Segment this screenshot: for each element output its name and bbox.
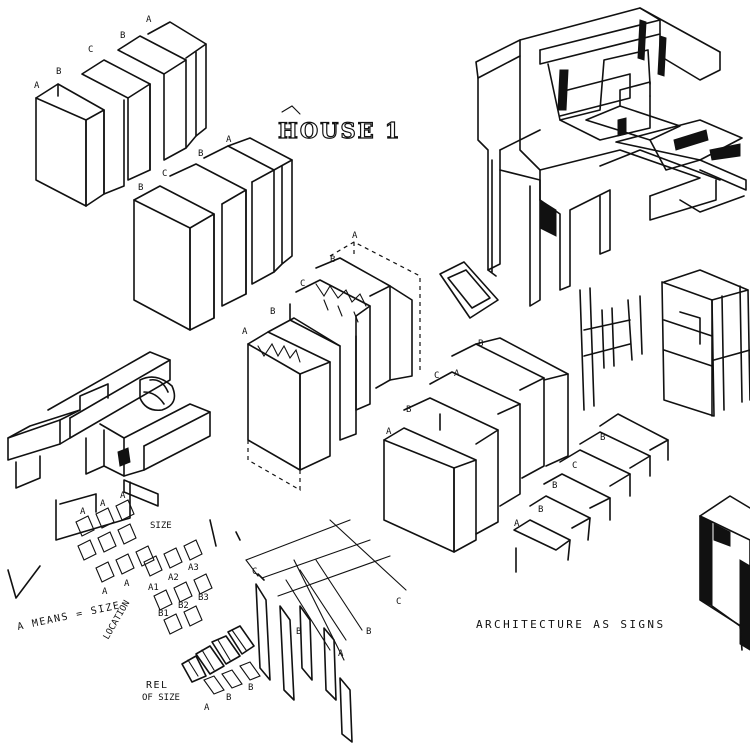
panel-label-c: C bbox=[396, 597, 401, 607]
panel-label-b: B bbox=[296, 627, 301, 637]
sub-label-b3: B3 bbox=[198, 593, 209, 603]
grid-label-a-3: A bbox=[120, 491, 126, 501]
label-a-6: A bbox=[386, 427, 392, 437]
of-size-label: OF SIZE bbox=[142, 693, 180, 703]
stair-label-b: B bbox=[538, 505, 543, 515]
label-b-4: B bbox=[198, 149, 203, 159]
sub-label-a2: A2 bbox=[168, 573, 179, 583]
dark-frame-bottom-right bbox=[699, 495, 750, 651]
stair-label-b-2: B bbox=[552, 481, 557, 491]
label-b-7: B bbox=[406, 405, 411, 415]
stair-label-c: C bbox=[572, 461, 577, 471]
grid-label-a-2: A bbox=[100, 499, 106, 509]
label-a-7: A bbox=[454, 369, 460, 379]
stepped-planes-right: A B B C B bbox=[513, 413, 669, 573]
row-label-a: A bbox=[204, 703, 210, 713]
tilted-panels-center: B A B C C bbox=[245, 519, 407, 743]
row-label-b: B bbox=[226, 693, 231, 703]
grid-label-a: A bbox=[80, 507, 86, 517]
label-b-3: B bbox=[138, 183, 143, 193]
panel-label-b-2: B bbox=[366, 627, 371, 637]
plane-stack-center-dashed: A B C B A bbox=[242, 231, 421, 492]
row-label-b-2: B bbox=[248, 683, 253, 693]
size-label: SIZE bbox=[150, 521, 172, 531]
plane-stack-mid-left: B C B A bbox=[133, 135, 293, 331]
page-title: HOUSE 1 bbox=[278, 118, 402, 143]
beam-structure-left bbox=[7, 351, 211, 541]
small-frame bbox=[439, 261, 499, 319]
label-a-4: A bbox=[242, 327, 248, 337]
label-b-2: B bbox=[120, 31, 125, 41]
label-a-5: A bbox=[352, 231, 358, 241]
grid-label-a-5: A bbox=[124, 579, 130, 589]
rel-label: REL bbox=[146, 680, 169, 691]
label-c-4: C bbox=[434, 371, 439, 381]
sign-diagram-grid: A A A SIZE A A A1 A2 A3 B1 B2 B3 A B B bbox=[75, 491, 265, 713]
stair-label-b-3: B bbox=[600, 433, 605, 443]
sub-label-a3: A3 bbox=[188, 563, 199, 573]
panel-label-e: C bbox=[252, 567, 257, 577]
label-c-2: C bbox=[162, 169, 167, 179]
label-b-6: B bbox=[330, 255, 335, 265]
sub-label-b1: B1 bbox=[158, 609, 169, 619]
label-b-5: B bbox=[270, 307, 275, 317]
column-frames-right bbox=[579, 269, 750, 417]
title-block: HOUSE 1 bbox=[277, 105, 402, 144]
grid-label-a-4: A bbox=[102, 587, 108, 597]
label-c: C bbox=[88, 45, 93, 55]
panel-label-a: A bbox=[338, 649, 344, 659]
house-axonometric bbox=[475, 7, 747, 307]
plane-stack-right-center: A B C A B bbox=[383, 337, 569, 553]
label-b: B bbox=[56, 67, 61, 77]
stair-label-a: A bbox=[514, 519, 520, 529]
label-a: A bbox=[34, 81, 40, 91]
label-a-2: A bbox=[146, 15, 152, 25]
label-a-3: A bbox=[226, 135, 232, 145]
plane-stack-top-left: A B C B A bbox=[34, 15, 207, 207]
sub-label-a1: A1 bbox=[148, 583, 159, 593]
caption-text: ARCHITECTURE AS SIGNS bbox=[476, 618, 665, 631]
label-b-8: B bbox=[478, 339, 483, 349]
label-c-3: C bbox=[300, 279, 305, 289]
sub-label-b2: B2 bbox=[178, 601, 189, 611]
